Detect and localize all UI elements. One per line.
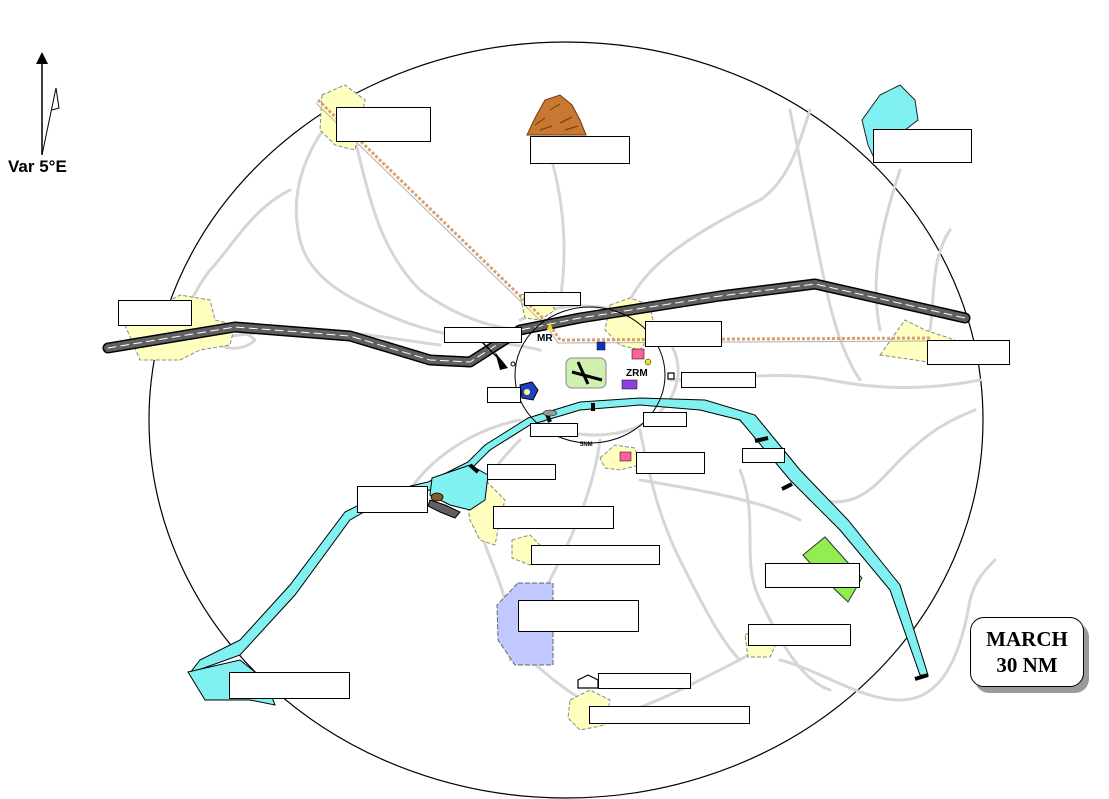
runway (576, 361, 590, 385)
bridge (754, 436, 769, 443)
road-town-loop (518, 304, 680, 437)
castle-icon (577, 674, 599, 689)
five-nm-label: 5NM (580, 442, 593, 448)
label-box[interactable] (487, 387, 521, 403)
label-box[interactable] (681, 372, 756, 388)
label-box[interactable] (229, 672, 350, 699)
label-box[interactable] (518, 600, 639, 632)
lake-marker-inner (524, 389, 530, 395)
runway-icon (571, 361, 603, 385)
highway (102, 278, 971, 368)
road-se-2 (778, 558, 997, 702)
waypoint-star-icon (547, 322, 553, 330)
road-se-1 (738, 468, 832, 692)
label-box[interactable] (742, 448, 785, 463)
road-sw-2 (408, 418, 522, 492)
highway-centerline (107, 283, 966, 363)
label-box[interactable] (589, 706, 750, 724)
aerodrome-area (565, 357, 607, 389)
hospital-icon (631, 348, 645, 360)
road-east-2 (928, 228, 952, 332)
magnetic-variation-label: Var 5°E (8, 157, 67, 176)
railway-line-nw (316, 98, 552, 327)
label-box[interactable] (531, 545, 660, 565)
road-n (353, 138, 532, 332)
small-square-icon (667, 372, 675, 380)
railway-edge-line (547, 327, 931, 344)
label-box[interactable] (336, 107, 431, 142)
dam (427, 499, 461, 519)
road-nw (294, 118, 542, 352)
road-north-center (543, 138, 566, 302)
label-box[interactable] (645, 321, 722, 347)
bridge (781, 482, 793, 491)
small-circle-icon (510, 361, 516, 367)
scale-box-title: MARCH (986, 627, 1068, 651)
north-arrow-icon (36, 52, 60, 156)
label-box[interactable] (487, 464, 556, 480)
railway (316, 98, 931, 342)
dam-brown (430, 492, 444, 502)
label-box[interactable] (493, 506, 614, 529)
road-se-4 (638, 478, 802, 522)
road-ne-1 (628, 108, 812, 302)
windmill-icon (644, 358, 652, 366)
scale-box-range: 30 NM (996, 653, 1058, 677)
reporting-arrow-line (481, 341, 505, 365)
bridge (914, 673, 929, 681)
mr-label: MR (537, 333, 553, 344)
building-icon-purple (621, 379, 638, 390)
bridge (468, 463, 480, 474)
range-circle-30nm (148, 41, 984, 799)
label-box[interactable] (927, 340, 1010, 365)
scale-box: MARCH 30 NM (970, 617, 1084, 687)
mountain-texture (534, 103, 579, 131)
road-se-3 (818, 408, 977, 504)
control-zone-5nm (514, 306, 666, 444)
label-box[interactable] (524, 292, 581, 306)
label-box[interactable] (873, 129, 972, 163)
label-box[interactable] (444, 327, 522, 343)
label-box[interactable] (643, 412, 687, 427)
road-ne-3 (874, 168, 902, 332)
zrm-label: ZRM (626, 368, 648, 379)
stadium-icon (542, 409, 558, 417)
label-box[interactable] (530, 136, 630, 164)
obstacle-icon-blue (596, 341, 606, 351)
label-box[interactable] (357, 486, 428, 513)
mountain-icon (526, 94, 587, 136)
label-box[interactable] (118, 300, 192, 326)
hospital-icon-south (619, 451, 632, 462)
label-box[interactable] (636, 452, 705, 474)
runway (571, 370, 603, 382)
label-box[interactable] (598, 673, 691, 689)
label-box[interactable] (765, 563, 860, 588)
label-box[interactable] (748, 624, 851, 646)
label-box[interactable] (530, 423, 578, 437)
railway-line-east (548, 324, 931, 342)
road-ne-2 (788, 108, 862, 382)
